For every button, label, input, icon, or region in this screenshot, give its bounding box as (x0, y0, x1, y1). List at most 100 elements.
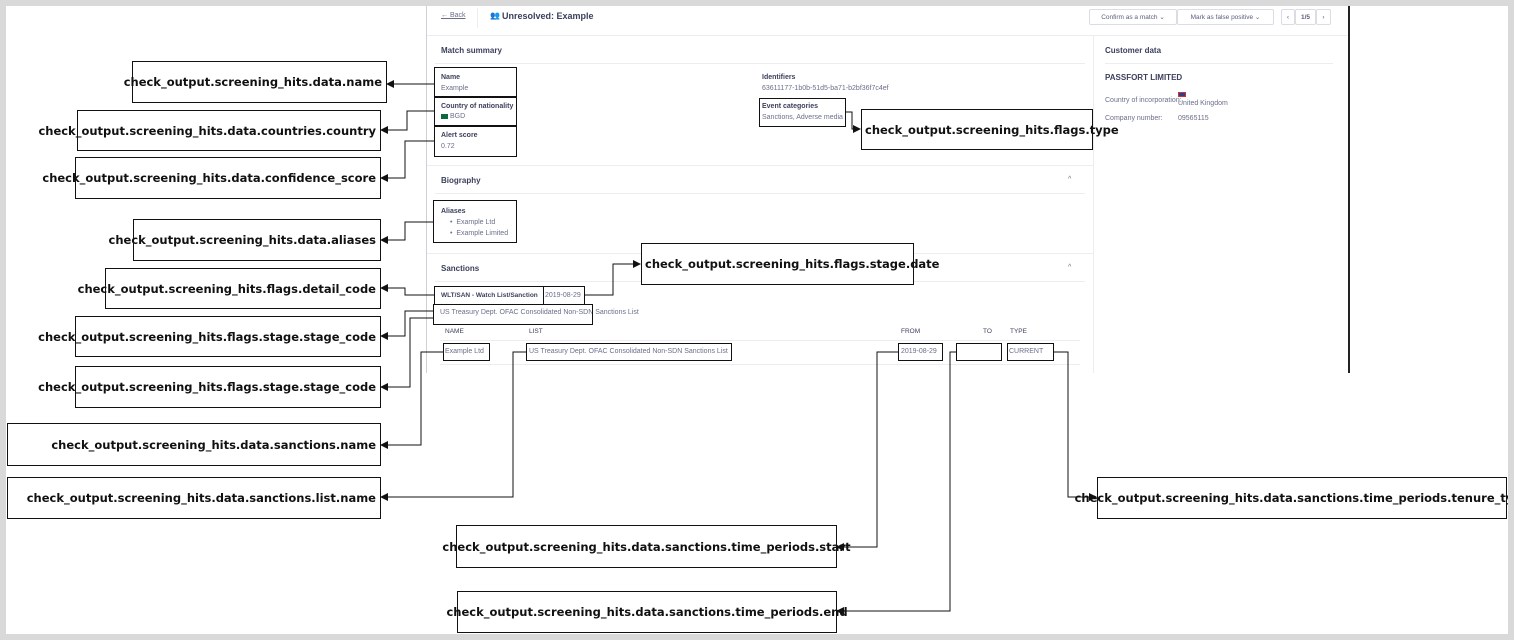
annotation-confidence: check_output.screening_hits.data.confide… (42, 157, 381, 199)
nationality-value: BGD (441, 113, 465, 120)
col-to: TO (983, 328, 992, 335)
highlight-score (434, 126, 517, 157)
annotation-sanction-name: check_output.screening_hits.data.sanctio… (7, 423, 381, 466)
sanctions-title: Sanctions (441, 264, 480, 273)
annotation-detail-code: check_output.screening_hits.flags.detail… (78, 268, 381, 309)
customer-title: Customer data (1105, 46, 1162, 55)
divider (477, 8, 478, 28)
collapse-icon[interactable]: ^ (1068, 176, 1072, 183)
confirm-match-button[interactable]: Confirm as a match ⌄ (1089, 9, 1177, 25)
row-name: Example Ltd (445, 348, 484, 355)
connector-aliases (380, 221, 433, 244)
user-icon: 👥 (490, 11, 500, 20)
back-link[interactable]: ← Back (441, 12, 466, 19)
events-label: Event categories (762, 103, 819, 110)
connector-list-name (380, 351, 526, 501)
annotation-stage-date: check_output.screening_hits.flags.stage.… (641, 243, 939, 285)
annotation-stage-code: check_output.screening_hits.flags.stage.… (38, 366, 381, 408)
highlight-row-from (898, 343, 943, 361)
biography-title: Biography (441, 176, 481, 185)
divider (427, 35, 1347, 36)
row-from: 2019-08-29 (901, 348, 937, 355)
sanction-code: WLT/SAN - Watch List/Sanction (441, 292, 538, 299)
uk-flag-icon (1178, 92, 1186, 97)
annotation-list-name: check_output.screening_hits.data.sanctio… (7, 477, 381, 519)
highlight-country (434, 97, 517, 126)
collapse-icon[interactable]: ^ (1068, 264, 1072, 271)
highlight-row-type (1007, 343, 1054, 361)
divider (1105, 63, 1333, 64)
alias-text: Example Limited (456, 230, 509, 237)
company-name: PASSFORT LIMITED (1105, 73, 1183, 82)
page-title: Unresolved: Example (502, 11, 594, 21)
annotation-country: check_output.screening_hits.data.countri… (38, 110, 381, 151)
connector-stage-date (585, 260, 641, 296)
nationality-code: BGD (450, 113, 466, 120)
row-type: CURRENT (1009, 348, 1044, 355)
incorporation-value: United Kingdom (1178, 100, 1228, 107)
score-value: 0.72 (441, 143, 455, 150)
sanction-list: US Treasury Dept. OFAC Consolidated Non-… (440, 309, 639, 316)
highlight-row-to (956, 343, 1002, 361)
name-value: Example (441, 85, 469, 92)
next-button[interactable]: › (1316, 9, 1331, 25)
annotation-stage-code: check_output.screening_hits.flags.stage.… (38, 316, 381, 357)
annotation-tenure: check_output.screening_hits.data.sanctio… (1075, 477, 1514, 519)
events-value: Sanctions, Adverse media (762, 114, 843, 121)
identifiers-label: Identifiers (762, 74, 796, 81)
highlight-list (433, 304, 593, 325)
col-type: TYPE (1010, 328, 1027, 335)
divider (435, 193, 1085, 194)
incorporation-label: Country of incorporation: (1105, 97, 1182, 104)
match-summary-title: Match summary (441, 46, 502, 55)
divider (1093, 35, 1094, 373)
company-number-label: Company number: (1105, 115, 1163, 122)
connector-flags-type (846, 111, 861, 133)
connector-end (836, 351, 956, 615)
connector-confidence (380, 140, 434, 182)
false-positive-button[interactable]: Mark as false positive ⌄ (1177, 9, 1274, 25)
connector-detail-code (380, 284, 434, 296)
row-list: US Treasury Dept. OFAC Consolidated Non-… (529, 348, 728, 355)
connector-start (836, 351, 898, 551)
annotation-end: check_output.screening_hits.data.sanctio… (446, 591, 848, 633)
frame-top (0, 0, 1514, 6)
name-label: Name (441, 74, 461, 81)
sanction-date: 2019-08-29 (545, 292, 581, 299)
col-name: NAME (445, 328, 464, 335)
annotation-name: check_output.screening_hits.data.name (124, 61, 387, 103)
false-positive-label: Mark as false positive (1190, 13, 1254, 21)
identifiers-value: 63611177-1b0b-51d5-ba71-b2bf36f7c4ef (762, 85, 889, 92)
alias-text: Example Ltd (456, 219, 496, 226)
highlight-events (759, 98, 846, 127)
confirm-label: Confirm as a match (1101, 13, 1158, 21)
connector-country (380, 110, 434, 134)
highlight-row-list (526, 343, 732, 361)
annotation-start: check_output.screening_hits.data.sanctio… (442, 525, 851, 568)
alias-item: • Example Limited (450, 230, 509, 237)
connector-stage-code-2 (380, 317, 433, 391)
company-number-value: 09565115 (1178, 115, 1209, 122)
screenshot-edge (1348, 6, 1350, 373)
col-from: FROM (901, 328, 921, 335)
bangladesh-flag-icon (441, 113, 448, 119)
prev-button[interactable]: ‹ (1281, 9, 1295, 25)
highlight-name (434, 67, 517, 97)
connector-tenure (1054, 351, 1097, 501)
highlight-aliases (433, 200, 517, 243)
divider (440, 364, 1080, 365)
divider (440, 340, 1080, 341)
annotation-aliases: check_output.screening_hits.data.aliases (109, 219, 381, 261)
highlight-row-name (443, 343, 490, 361)
alias-item: • Example Ltd (450, 219, 496, 226)
divider (427, 165, 1093, 166)
ui-screenshot (426, 6, 1349, 373)
annotation-flags-type: check_output.screening_hits.flags.type (861, 109, 1119, 150)
connector-stage-code-1 (380, 310, 433, 340)
score-label: Alert score (441, 132, 478, 139)
col-list: LIST (529, 328, 543, 335)
connector-sanction-name (380, 351, 443, 449)
aliases-label: Aliases (441, 208, 466, 215)
pager: 1/5 (1295, 9, 1316, 25)
